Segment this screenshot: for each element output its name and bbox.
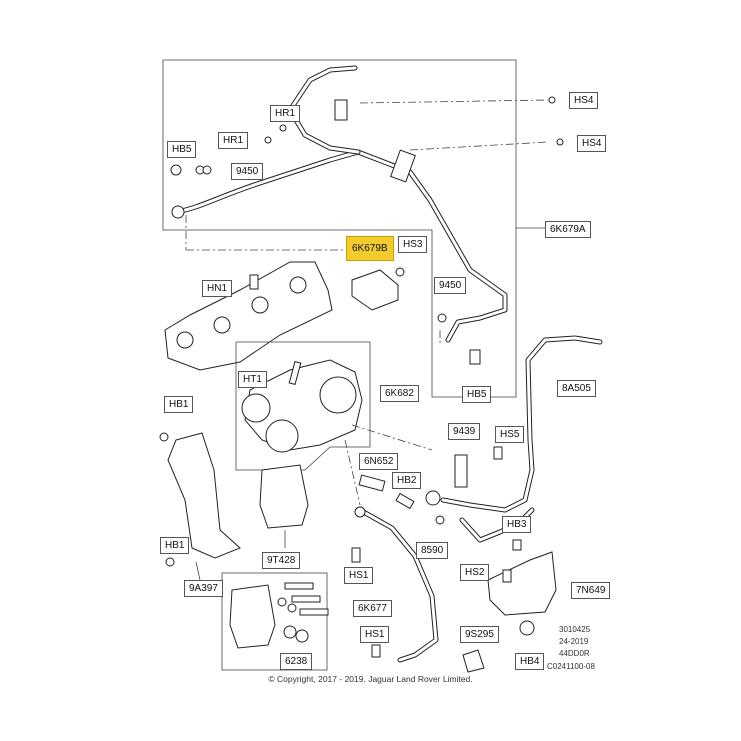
- actuator-kit-box: [221, 572, 328, 671]
- fitting-6k679b: [351, 269, 399, 311]
- bolt-hb2: [395, 492, 415, 510]
- label-hb3[interactable]: HB3: [502, 516, 532, 533]
- label-ht1[interactable]: HT1: [238, 371, 267, 388]
- ref-code-1: 3010425: [559, 625, 591, 634]
- label-8590[interactable]: 8590: [416, 542, 449, 559]
- bolt-hb3: [512, 539, 522, 551]
- seal-6238-a: [283, 625, 297, 639]
- bolt-hs4-mid: [556, 138, 564, 146]
- bolt-hr1-upper: [279, 124, 287, 132]
- bolt-hs3: [395, 267, 405, 277]
- label-hb1-upper[interactable]: HB1: [164, 396, 194, 413]
- ref-code-2: 24-2019: [559, 637, 589, 646]
- bolt-hs2: [502, 569, 512, 583]
- label-9439[interactable]: 9439: [448, 423, 481, 440]
- bolt-hb1-upper: [159, 432, 169, 442]
- bolt-hs1-lower: [371, 644, 381, 658]
- pipe-end-fitting: [171, 205, 185, 219]
- seal-8590: [425, 490, 441, 506]
- actuator-9t428: [259, 464, 309, 529]
- label-hb2[interactable]: HB2: [392, 472, 422, 489]
- actuator-kit: [229, 584, 276, 649]
- bracket-7n649: [487, 551, 557, 616]
- ref-code-3: 44DD0R: [559, 649, 590, 658]
- clamp-9s295: [462, 649, 485, 673]
- bolt-hb5-top: [170, 164, 182, 176]
- bolt-hb5-mid: [469, 349, 481, 365]
- bracket-9439: [454, 454, 468, 488]
- heat-shield-9a397: [167, 432, 241, 559]
- label-6k679a[interactable]: 6K679A: [545, 221, 591, 238]
- pipe-bracket-right: [390, 149, 416, 183]
- nut-hn1: [249, 274, 259, 290]
- label-9t428[interactable]: 9T428: [262, 552, 301, 569]
- bolt-hs4-top: [548, 96, 556, 104]
- exhaust-manifold: [164, 261, 333, 371]
- clip-9450-mid: [437, 313, 447, 323]
- label-9450-mid[interactable]: 9450: [434, 277, 467, 294]
- label-8a505[interactable]: 8A505: [557, 380, 596, 397]
- ref-code-4: C0241100-08: [547, 662, 595, 671]
- label-hs1-mid[interactable]: HS1: [344, 567, 374, 584]
- label-hs1-lower[interactable]: HS1: [360, 626, 390, 643]
- clip-9450-top-b: [202, 165, 212, 175]
- label-hr1-lower[interactable]: HR1: [218, 132, 249, 149]
- label-hs3[interactable]: HS3: [398, 236, 428, 253]
- label-hb5-top[interactable]: HB5: [167, 141, 197, 158]
- label-hn1[interactable]: HN1: [202, 280, 233, 297]
- label-7n649[interactable]: 7N649: [571, 582, 611, 599]
- label-6k682[interactable]: 6K682: [380, 385, 419, 402]
- bolt-hs1-mid: [351, 547, 361, 563]
- label-hb4[interactable]: HB4: [515, 653, 545, 670]
- label-hr1-upper[interactable]: HR1: [270, 105, 301, 122]
- label-6n652[interactable]: 6N652: [359, 453, 399, 470]
- seal-6238-b: [295, 629, 309, 643]
- label-9450-top[interactable]: 9450: [231, 163, 264, 180]
- stud-ht1: [288, 360, 302, 386]
- label-hs5[interactable]: HS5: [495, 426, 525, 443]
- label-9s295[interactable]: 9S295: [460, 626, 499, 643]
- label-6k679b[interactable]: 6K679B: [346, 236, 394, 261]
- label-hb5-mid[interactable]: HB5: [462, 386, 492, 403]
- bolt-hr1-lower: [264, 136, 272, 144]
- fitting-6n652: [358, 474, 386, 492]
- label-6k677[interactable]: 6K677: [353, 600, 392, 617]
- bolt-hb4: [519, 620, 535, 636]
- pipe-bracket-top: [334, 99, 348, 121]
- group-box-upper: [162, 59, 517, 398]
- bolt-hs5: [493, 446, 503, 460]
- bolt-hb1-lower: [165, 557, 175, 567]
- label-hs4-top[interactable]: HS4: [569, 92, 599, 109]
- copyright-notice: © Copyright, 2017 - 2019. Jaguar Land Ro…: [268, 674, 473, 684]
- label-9a397[interactable]: 9A397: [184, 580, 223, 597]
- label-hb1-lower[interactable]: HB1: [160, 537, 190, 554]
- label-hs4-mid[interactable]: HS4: [577, 135, 607, 152]
- turbo-box: [235, 341, 371, 471]
- label-6238[interactable]: 6238: [280, 653, 313, 670]
- label-hs2[interactable]: HS2: [460, 564, 490, 581]
